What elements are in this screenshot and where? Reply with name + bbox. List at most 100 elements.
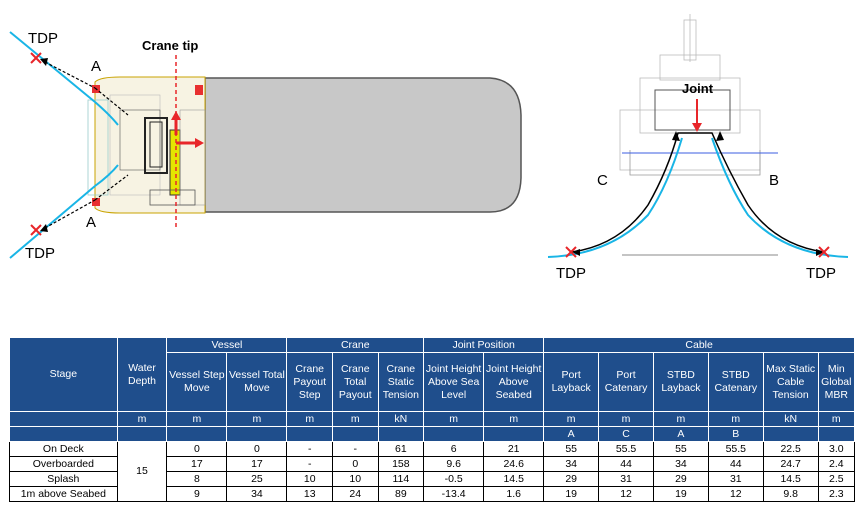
table-cell: - (286, 456, 333, 472)
subheader: Crane Total Payout (332, 352, 379, 412)
table-cell: 31 (707, 471, 764, 487)
tdp-mark-bottom (30, 224, 42, 236)
header-joint-position: Joint Position (423, 337, 545, 353)
unit-cell: m (707, 411, 764, 427)
vessel-plan (87, 55, 522, 227)
ref-cell (226, 426, 288, 442)
subheader: Port Layback (543, 352, 600, 412)
table-cell: 29 (652, 471, 709, 487)
subheader: Crane Static Tension (377, 352, 425, 412)
table-cell: 17 (166, 456, 228, 472)
stage-cell: Overboarded (9, 456, 118, 472)
table-cell: 13 (286, 486, 333, 502)
table-cell: 44 (598, 456, 654, 472)
table-cell: 3.0 (817, 441, 856, 457)
table-cell: 89 (377, 486, 425, 502)
table-cell: 158 (377, 456, 425, 472)
table-cell: 24 (332, 486, 379, 502)
tdp-mark-top (30, 52, 42, 64)
water-depth-cell: 15 (116, 441, 168, 502)
header-water-depth: Water Depth (116, 337, 168, 412)
header-cable: Cable (543, 337, 855, 353)
ref-cell: A (543, 426, 600, 442)
subheader: STBD Layback (652, 352, 709, 412)
ref-blank (116, 426, 168, 442)
table-cell: 6 (423, 441, 485, 457)
units-blank (9, 411, 118, 427)
table-cell: 25 (226, 471, 288, 487)
ref-cell (817, 426, 856, 442)
label-b: B (769, 172, 780, 189)
unit-cell: m (116, 411, 168, 427)
label-a-bottom: A (86, 214, 97, 231)
table-cell: 2.5 (817, 471, 856, 487)
table-cell: 34 (652, 456, 709, 472)
table-cell: 31 (598, 471, 654, 487)
table-cell: 55 (652, 441, 709, 457)
table-cell: 19 (652, 486, 709, 502)
unit-cell: m (598, 411, 654, 427)
unit-cell: m (226, 411, 288, 427)
table-cell: -0.5 (423, 471, 485, 487)
table-cell: -13.4 (423, 486, 485, 502)
table-cell: 12 (707, 486, 764, 502)
stage-cell: Splash (9, 471, 118, 487)
table-cell: 0 (226, 441, 288, 457)
table-cell: 29 (543, 471, 600, 487)
tdp-label-left: TDP (556, 265, 586, 282)
subheader: STBD Catenary (707, 352, 764, 412)
table-cell: 17 (226, 456, 288, 472)
ref-cell (332, 426, 379, 442)
table-cell: 10 (332, 471, 379, 487)
ref-cell (286, 426, 333, 442)
subheader: Vessel Step Move (166, 352, 228, 412)
label-a-top: A (91, 58, 102, 75)
ref-cell: B (707, 426, 764, 442)
tdp-label-right: TDP (806, 265, 836, 282)
unit-cell: m (423, 411, 485, 427)
vessel-hull (204, 77, 522, 213)
tdp-label-top: TDP (28, 30, 58, 47)
ref-cell: A (652, 426, 709, 442)
table-cell: 24.7 (762, 456, 819, 472)
header-vessel: Vessel (166, 337, 288, 353)
table-cell: 9.8 (762, 486, 819, 502)
label-c: C (597, 172, 608, 189)
table-cell: 2.4 (817, 456, 856, 472)
stage-cell: On Deck (9, 441, 118, 457)
crane-joint-block (169, 129, 181, 196)
table-cell: 55.5 (707, 441, 764, 457)
unit-cell: m (543, 411, 600, 427)
ref-cell (762, 426, 819, 442)
ref-cell (377, 426, 425, 442)
unit-cell: m (166, 411, 228, 427)
subheader: Max Static Cable Tension (762, 352, 819, 412)
table-cell: 0 (166, 441, 228, 457)
figure-area: TDP TDP A A Crane tip Joint C B TDP TDP (9, 14, 849, 282)
unit-cell: kN (762, 411, 819, 427)
table-cell: 44 (707, 456, 764, 472)
table-cell: 2.3 (817, 486, 856, 502)
table-cell: 9 (166, 486, 228, 502)
ref-cell (483, 426, 545, 442)
left-cables (9, 31, 129, 259)
table-cell: 0 (332, 456, 379, 472)
header-stage: Stage (9, 337, 118, 412)
table-cell: 34 (226, 486, 288, 502)
table-cell: 55.5 (598, 441, 654, 457)
subheader: Min Global MBR (817, 352, 856, 412)
table-cell: 114 (377, 471, 425, 487)
table-cell: 61 (377, 441, 425, 457)
stage-cell: 1m above Seabed (9, 486, 118, 502)
table-cell: 12 (598, 486, 654, 502)
table-cell: 8 (166, 471, 228, 487)
subheader: Crane Payout Step (286, 352, 333, 412)
table-cell: - (332, 441, 379, 457)
unit-cell: m (652, 411, 709, 427)
unit-cell: m (483, 411, 545, 427)
